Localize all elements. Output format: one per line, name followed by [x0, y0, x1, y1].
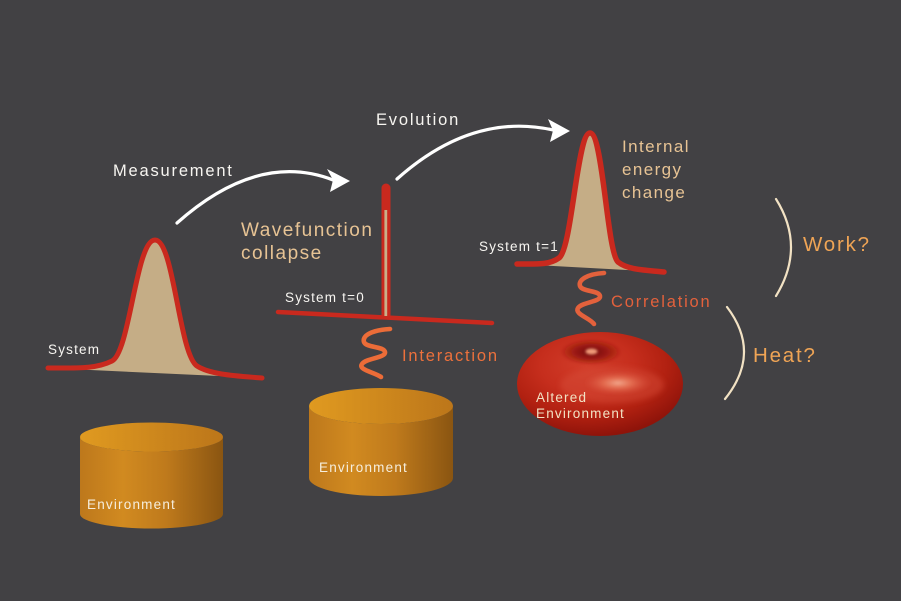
cylinder-top [309, 388, 453, 424]
cylinder-top [80, 422, 223, 452]
environment-middle-label: Environment [319, 460, 408, 475]
altered-environment-label-line1: Altered [536, 390, 587, 405]
evolution-label: Evolution [376, 111, 460, 129]
wavefunction-collapse-label-line1: Wavefunction [241, 220, 373, 241]
internal-energy-label-line1: Internal [622, 137, 690, 156]
system-t0-label: System t=0 [285, 290, 365, 305]
wavefunction-collapse-label-line2: collapse [241, 243, 323, 264]
measurement-label: Measurement [113, 162, 234, 180]
evolution-arrow-curve [395, 124, 555, 181]
cylinder-body [80, 437, 223, 529]
heat-bracket [723, 305, 746, 401]
work-bracket [774, 197, 792, 298]
system-t1-label: System t=1 [479, 239, 559, 254]
collapsed-wavefunction-spike [275, 183, 495, 326]
measurement-arrowhead-icon [327, 169, 350, 192]
heat-label: Heat? [753, 344, 817, 367]
evolution-arrowhead-icon [548, 119, 570, 142]
torus-highlight [584, 371, 652, 395]
environment-left-label: Environment [87, 497, 176, 512]
measurement-arrow-curve [175, 170, 335, 225]
interaction-label: Interaction [402, 347, 499, 365]
internal-energy-label-line3: change [622, 183, 686, 202]
torus-dimple-highlight [585, 348, 598, 355]
environment-cylinder-left [80, 422, 223, 529]
evolution-arrow [395, 119, 570, 181]
interaction-squiggle-icon [359, 326, 393, 380]
system-wavefunction-peak [45, 237, 265, 381]
evolved-wavefunction-peak [514, 130, 667, 275]
correlation-squiggle-icon [575, 270, 607, 327]
cylinder-body [309, 406, 453, 496]
work-label: Work? [803, 233, 871, 256]
measurement-arrow [175, 169, 350, 225]
system-label: System [48, 342, 100, 357]
correlation-label: Correlation [611, 293, 712, 311]
altered-environment-torus [517, 332, 683, 436]
altered-environment-label-line2: Environment [536, 406, 625, 421]
environment-cylinder-middle [309, 388, 453, 496]
internal-energy-label-line2: energy [622, 160, 682, 179]
